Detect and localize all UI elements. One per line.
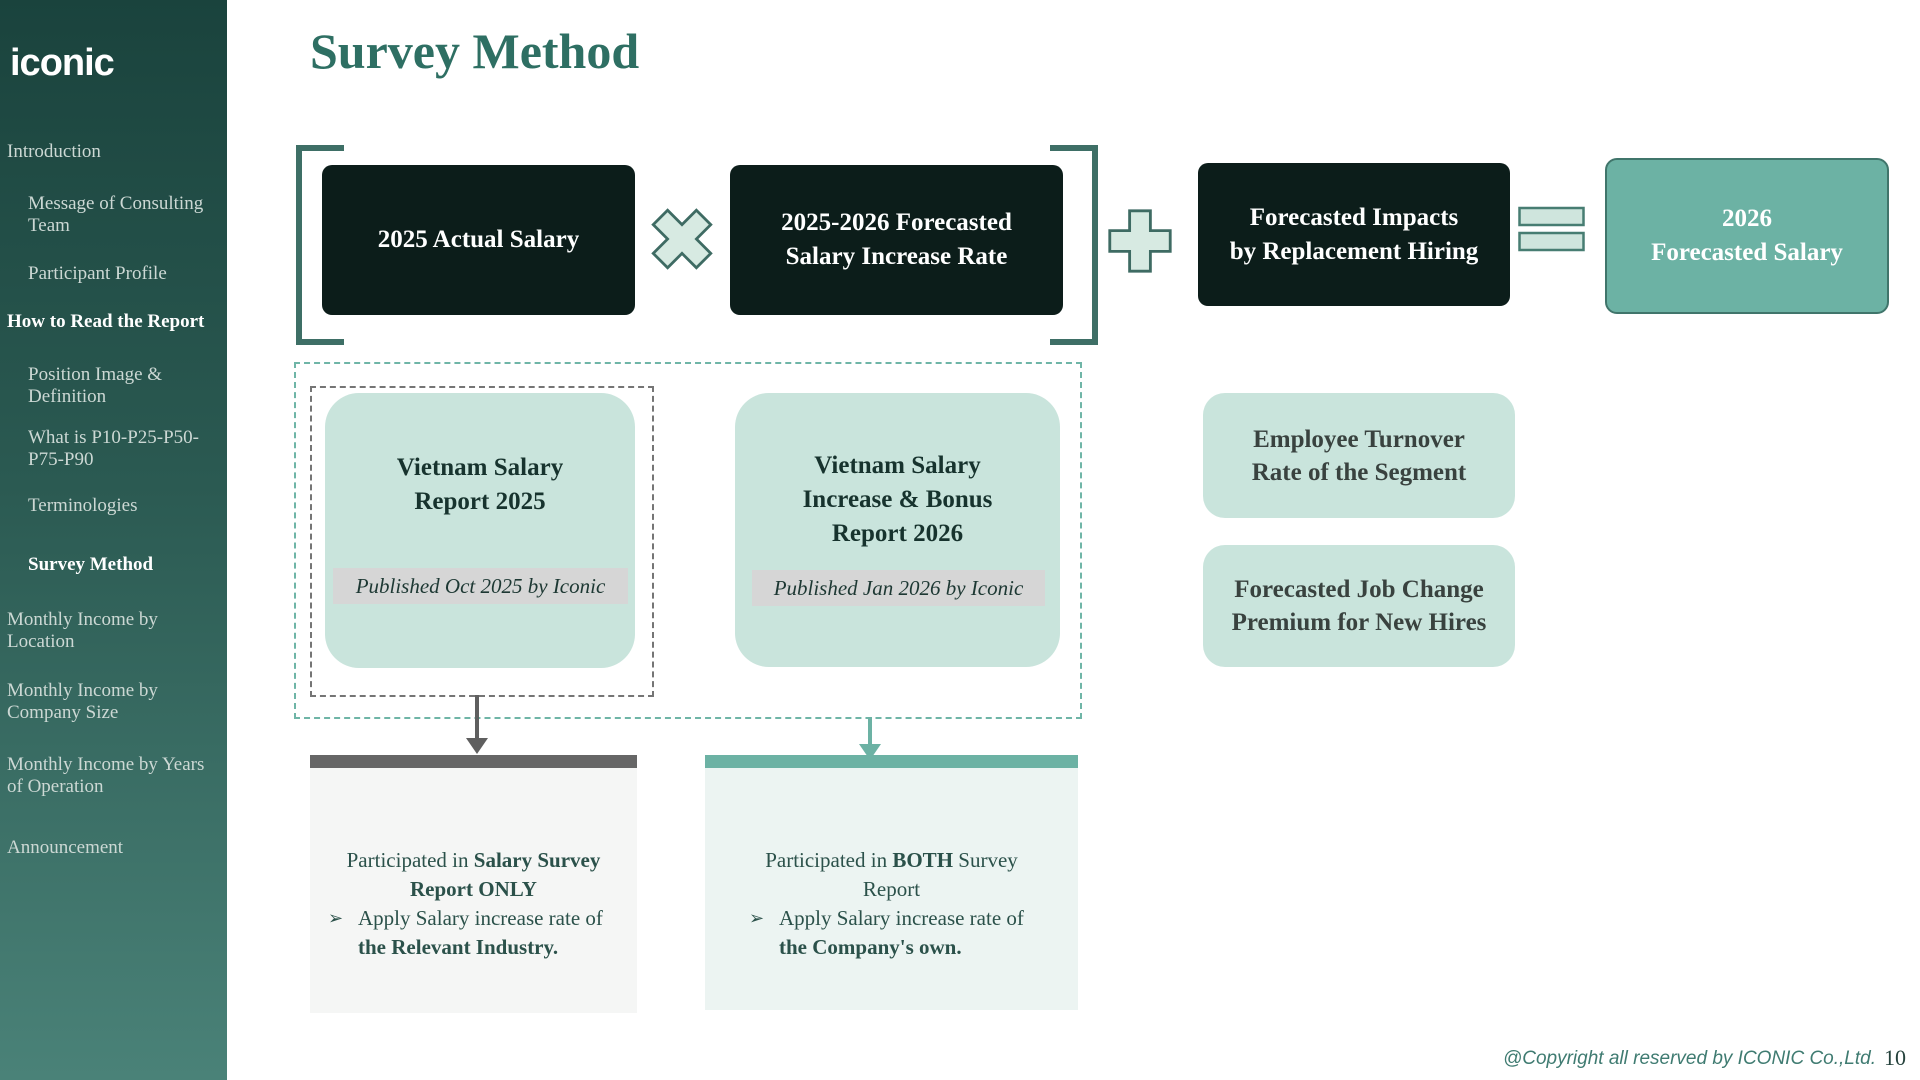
sidebar-item-survey-method[interactable]: Survey Method (28, 554, 154, 575)
report-card-title: Vietnam Salary Increase & Bonus Report 2… (802, 452, 993, 547)
iconic-logo: iconic (10, 42, 115, 84)
both-reports-dashed-frame (294, 362, 1082, 719)
actual-salary-box: 2025 Actual Salary (322, 165, 635, 315)
apply-rate-text: ➢ Apply Salary increase rate of the Comp… (749, 906, 1024, 959)
report-card-title: Vietnam Salary Report 2025 (396, 454, 564, 515)
increase-rate-line1: 2025-2026 Forecasted (781, 209, 1012, 236)
vietnam-increase-bonus-report-card: Vietnam Salary Increase & Bonus Report 2… (735, 393, 1060, 667)
result-line1: 2026 (1722, 205, 1772, 232)
bracket-left-icon (296, 145, 344, 345)
down-arrow-icon (868, 717, 872, 745)
multiply-icon (651, 208, 713, 270)
published-banner: Published Jan 2026 by Iconic (752, 570, 1045, 606)
impacts-line2: by Replacement Hiring (1229, 237, 1479, 265)
bracket-right-icon (1050, 145, 1098, 345)
arrow-bullet-icon: ➢ (749, 908, 765, 929)
participation-text: Participated in BOTH Survey Report (765, 848, 1018, 901)
sidebar-item-position-image-definition[interactable]: Position Image & Definition (28, 364, 163, 407)
impacts-line1: Forecasted Impacts (1249, 203, 1459, 231)
actual-salary-label: 2025 Actual Salary (377, 226, 580, 253)
employee-turnover-card: Employee Turnover Rate of the Segment (1203, 393, 1515, 518)
vietnam-salary-report-card: Vietnam Salary Report 2025 Published Oct… (325, 393, 635, 668)
down-arrow-icon (475, 695, 479, 739)
panel-top-bar (310, 755, 637, 768)
sidebar-item-how-to-read-the-report[interactable]: How to Read the Report (7, 311, 205, 332)
increase-rate-line2: Salary Increase Rate (785, 243, 1008, 270)
down-arrow-head-icon (466, 738, 488, 754)
apply-rate-text: ➢ Apply Salary increase rate of the Rele… (328, 906, 603, 959)
increase-rate-box: 2025-2026 Forecasted Salary Increase Rat… (730, 165, 1063, 315)
sidebar-item-participant-profile[interactable]: Participant Profile (28, 263, 167, 284)
sidebar-item-what-is-percentiles[interactable]: What is P10-P25-P50-P75-P90 (28, 427, 199, 470)
salary-report-dashed-frame (310, 386, 654, 697)
impacts-box: Forecasted Impacts by Replacement Hiring (1198, 163, 1510, 306)
page-title: Survey Method (310, 23, 640, 79)
copyright-text: @Copyright all reserved by ICONIC Co.,Lt… (1502, 1048, 1876, 1069)
sidebar-item-introduction[interactable]: Introduction (7, 141, 101, 162)
sidebar: iconic Introduction Message of Consultin… (0, 0, 227, 1080)
result-line2: Forecasted Salary (1651, 239, 1843, 266)
both-survey-panel: Participated in BOTH Survey Report ➢ App… (705, 768, 1078, 1010)
panel-top-bar (705, 755, 1078, 768)
sidebar-item-monthly-income-by-years-of-operation[interactable]: Monthly Income by Years of Operation (7, 754, 205, 797)
arrow-bullet-icon: ➢ (328, 908, 344, 929)
plus-icon (1108, 209, 1172, 273)
sidebar-nav: Introduction Message of Consulting Team … (0, 0, 215, 859)
sidebar-item-announcement[interactable]: Announcement (7, 837, 124, 858)
sidebar-item-monthly-income-by-company-size[interactable]: Monthly Income by Company Size (7, 680, 158, 723)
sidebar-item-message-of-consulting-team[interactable]: Message of Consulting Team (28, 193, 204, 236)
page-number: 10 (1884, 1045, 1906, 1070)
published-banner: Published Oct 2025 by Iconic (333, 568, 628, 604)
sidebar-item-monthly-income-by-location[interactable]: Monthly Income by Location (7, 609, 158, 652)
job-change-premium-card: Forecasted Job Change Premium for New Hi… (1203, 545, 1515, 667)
sidebar-item-terminologies[interactable]: Terminologies (28, 495, 138, 516)
forecasted-salary-result-box: 2026 Forecasted Salary (1605, 158, 1889, 314)
participation-text: Participated in Salary Survey Report ONL… (346, 848, 601, 901)
equals-icon (1518, 206, 1585, 252)
salary-survey-only-panel: Participated in Salary Survey Report ONL… (310, 768, 637, 1013)
